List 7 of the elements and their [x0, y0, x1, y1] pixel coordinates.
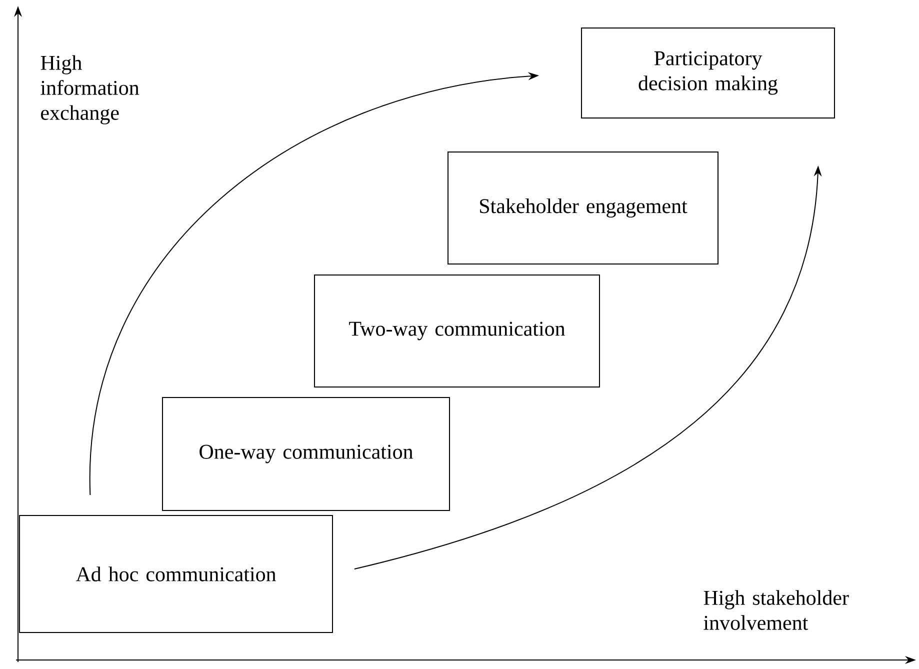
stage-box: One-way communication	[162, 397, 450, 511]
stage-box: Stakeholder engagement	[448, 152, 718, 264]
axis-label: High information exchange	[40, 55, 140, 124]
stage-box: Participatory decision making	[581, 28, 835, 118]
stage-box: Two-way communication	[314, 274, 600, 388]
axis-label: High stakeholder involvement	[704, 590, 849, 630]
stage-box: Ad hoc communication	[19, 514, 333, 633]
